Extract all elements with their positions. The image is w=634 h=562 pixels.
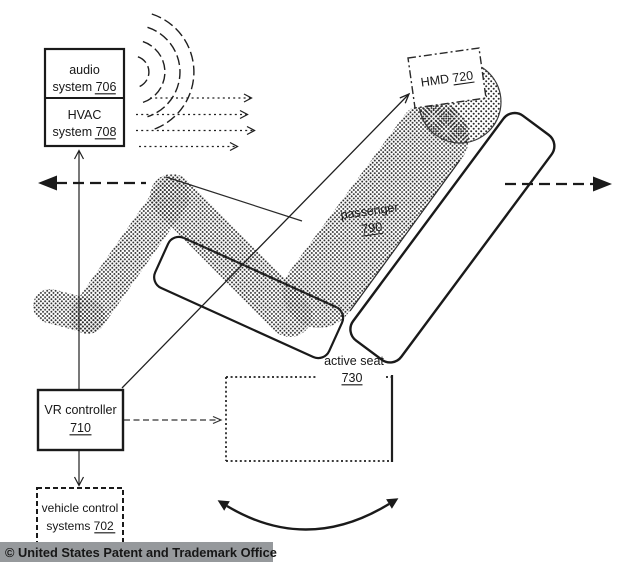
vehicle-control-systems-box: vehicle control systems 702: [36, 487, 124, 544]
audio-system-label-line1: audio: [69, 63, 100, 77]
watermark-text: © United States Patent and Trademark Off…: [5, 545, 277, 560]
passenger-thigh: [150, 174, 312, 337]
vr-controller-label-line1: VR controller: [44, 403, 116, 417]
connector-vr-to-active-seat: [124, 415, 223, 425]
passenger-body: [33, 101, 469, 337]
active-seat-label: active seat 730: [324, 354, 384, 386]
hvac-system-label-line2: system 708: [53, 125, 117, 139]
passenger-torso-outline: [349, 159, 461, 312]
hvac-system-label-line1: HVAC: [68, 108, 102, 122]
active-seat-label-line2: 730: [342, 371, 363, 385]
seat-tilt-curved-double-arrow-icon: [217, 498, 399, 531]
vehicle-control-label-line2: systems 702: [46, 519, 114, 533]
sound-waves-icon: [137, 13, 195, 131]
audio-hvac-box: audio system 706 HVAC system 708: [43, 47, 126, 148]
vr-controller-label-line2: 710: [70, 421, 91, 435]
vehicle-control-label-line1: vehicle control: [42, 501, 119, 515]
vr-controller-box: VR controller 710: [36, 388, 125, 452]
connector-vr-to-hmd: [121, 92, 411, 389]
hmd-device-shape: [407, 47, 487, 109]
passenger-shin: [70, 178, 190, 334]
watermark-bar: [0, 542, 273, 562]
active-seat-label-line1: active seat: [324, 354, 384, 368]
connector-vr-to-hvac: [73, 149, 85, 390]
hmd-label: HMD 720: [420, 68, 475, 90]
seat-backrest-shape: [349, 111, 556, 364]
watermark: © United States Patent and Trademark Off…: [0, 542, 277, 562]
airflow-arrows-icon: [136, 93, 256, 152]
passenger-label-line2: 790: [361, 220, 384, 237]
audio-system-label-line2: system 706: [53, 80, 117, 94]
vehicle-motion-right-arrow-icon: [505, 176, 612, 192]
passenger-torso: [283, 101, 469, 328]
passenger-foot: [33, 289, 105, 333]
active-seat-base-box: [225, 375, 394, 462]
connector-vr-to-vehicle-control: [73, 450, 85, 487]
vehicle-motion-left-arrow-icon: [38, 175, 146, 191]
